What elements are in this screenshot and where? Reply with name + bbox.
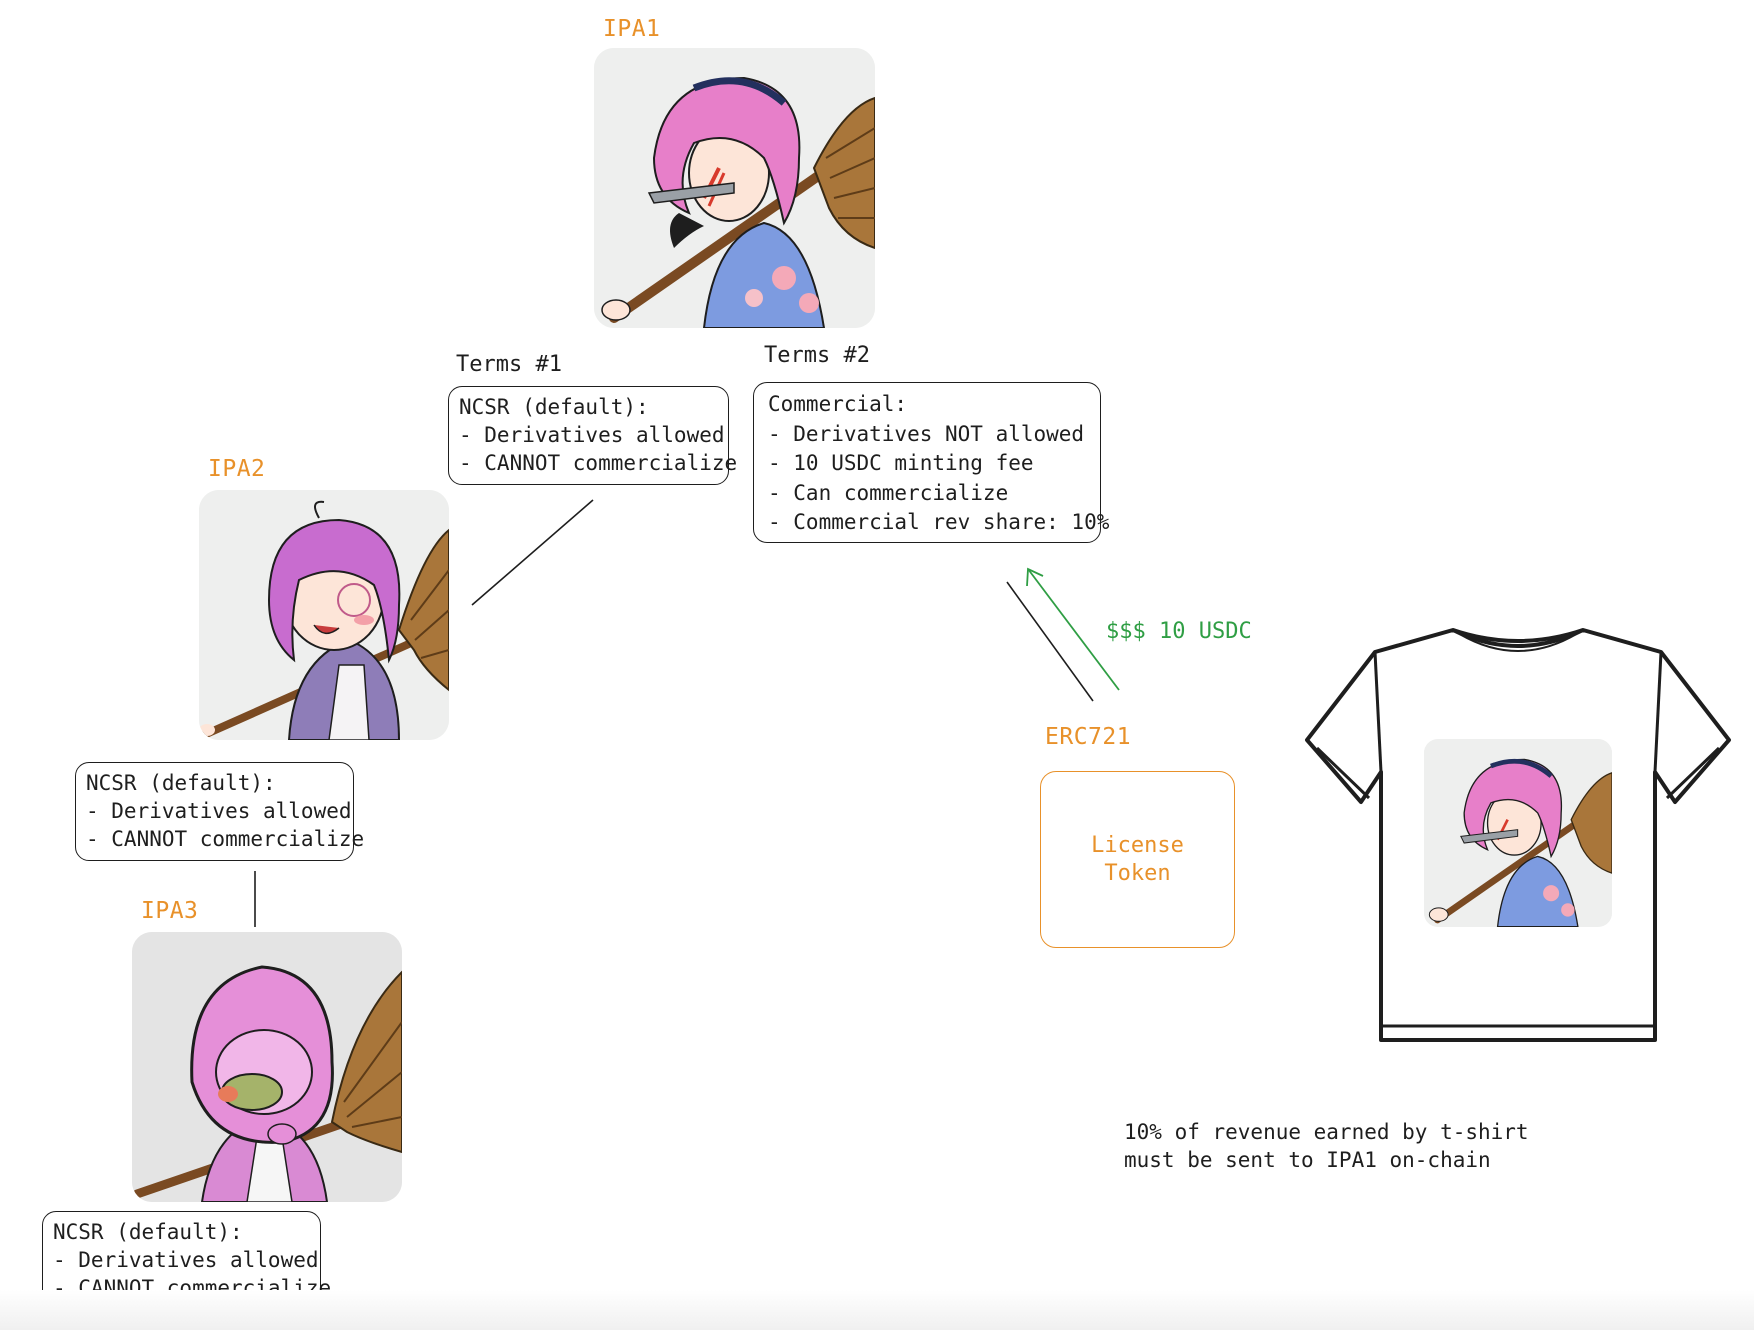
- ipa1-label: IPA1: [603, 16, 661, 42]
- ipa3-terms-line: NCSR (default):: [53, 1220, 243, 1244]
- terms2-line: Commercial:: [768, 392, 908, 416]
- ipa2-artwork[interactable]: [199, 490, 449, 740]
- payment-label: $$$ 10 USDC: [1106, 619, 1252, 644]
- terms1-label: Terms #1: [456, 352, 562, 377]
- anime-witch-image: [199, 490, 449, 740]
- terms1-line: - Derivatives allowed: [459, 423, 725, 447]
- ipa3-terms-line: - Derivatives allowed: [53, 1248, 319, 1272]
- license-token-box[interactable]: License Token: [1040, 771, 1235, 948]
- anime-witch-image: [1424, 739, 1612, 927]
- ipa2-terms-box[interactable]: NCSR (default): - Derivatives allowed - …: [75, 762, 365, 861]
- ipa2-terms-line: NCSR (default):: [86, 771, 276, 795]
- hooded-witch-image: [132, 932, 402, 1202]
- anime-witch-image: [594, 48, 875, 328]
- terms2-box[interactable]: Commercial: - Derivatives NOT allowed - …: [753, 382, 1110, 543]
- revenue-share-note: 10% of revenue earned by t-shirt must be…: [1124, 1118, 1529, 1174]
- ipa3-artwork[interactable]: [132, 932, 402, 1202]
- tshirt-print-artwork: [1424, 739, 1612, 927]
- terms2-line: - Commercial rev share: 10%: [768, 510, 1110, 534]
- connector-terms2-token: [1006, 581, 1094, 702]
- terms2-line: - Can commercialize: [768, 480, 1009, 505]
- ipa2-terms-line: - Derivatives allowed: [86, 799, 352, 823]
- terms1-line: NCSR (default):: [459, 395, 649, 419]
- ipa2-terms-line: - CANNOT commercialize: [86, 827, 365, 851]
- license-token-line: Token: [1104, 860, 1171, 886]
- terms2-label: Terms #2: [764, 343, 870, 368]
- ipa2-label: IPA2: [208, 456, 266, 482]
- connector-terms1-ipa2: [471, 499, 594, 606]
- terms2-line: - Derivatives NOT allowed: [768, 421, 1085, 446]
- note-line: 10% of revenue earned by t-shirt: [1124, 1120, 1529, 1144]
- license-token-line: License: [1091, 832, 1184, 858]
- payment-arrow: [1026, 567, 1120, 691]
- bottom-fade: [0, 1290, 1754, 1330]
- ipa3-label: IPA3: [141, 898, 199, 924]
- ipa1-artwork[interactable]: [594, 48, 875, 328]
- token-standard-label: ERC721: [1045, 724, 1132, 750]
- terms2-line: - 10 USDC minting fee: [768, 451, 1034, 475]
- terms1-line: - CANNOT commercialize: [459, 451, 738, 475]
- terms1-box[interactable]: NCSR (default): - Derivatives allowed - …: [448, 386, 738, 485]
- note-line: must be sent to IPA1 on-chain: [1124, 1148, 1491, 1172]
